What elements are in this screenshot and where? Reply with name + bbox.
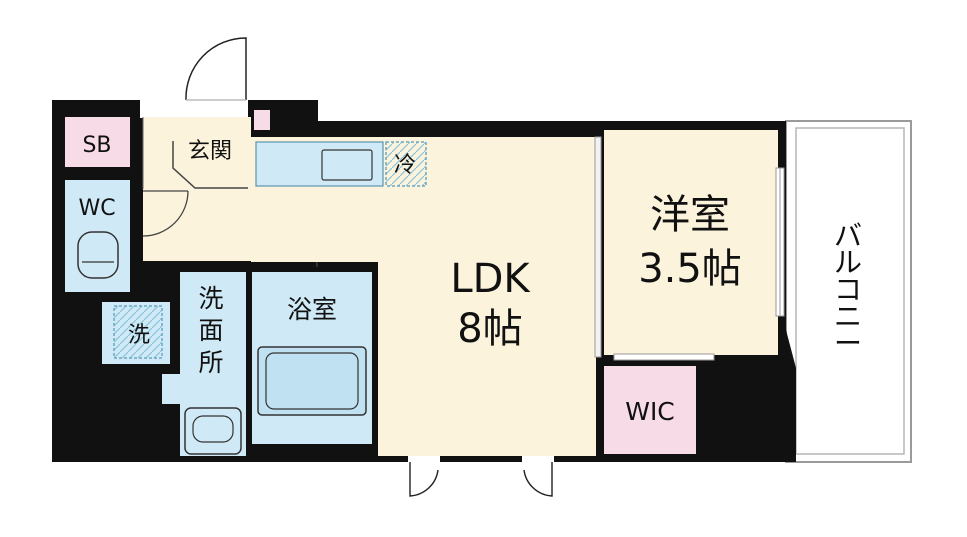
sb-label: SB xyxy=(82,133,111,158)
balcony-label-3: コ xyxy=(834,273,862,306)
washer-space xyxy=(102,302,170,364)
balcony-label-1: バ xyxy=(834,219,862,252)
wc-room xyxy=(65,180,130,292)
balcony-label-4: ニ xyxy=(834,300,862,333)
washer-icon xyxy=(113,305,163,359)
sink-icon xyxy=(184,407,242,455)
sliding-partition[interactable] xyxy=(594,136,602,358)
bathtub-icon xyxy=(257,346,367,416)
entrance-door[interactable] xyxy=(185,37,247,101)
washroom xyxy=(162,272,246,456)
wic-label: WIC xyxy=(625,397,675,426)
entrance-label: 玄関 xyxy=(188,139,232,164)
bathroom xyxy=(252,272,372,444)
wic-room xyxy=(604,353,715,454)
ldk-size-label: 8帖 xyxy=(457,306,522,352)
entrance-room xyxy=(142,110,270,189)
ldk-room xyxy=(251,137,596,456)
fridge-label: 冷 xyxy=(394,153,416,178)
bottom-doors[interactable] xyxy=(408,456,554,497)
hallway xyxy=(142,189,318,268)
washroom-label-1: 洗 xyxy=(198,284,223,313)
balcony xyxy=(785,120,912,463)
fridge-space xyxy=(385,141,427,187)
washroom-label-2: 面 xyxy=(198,316,223,345)
balcony-label-5: ー xyxy=(834,327,862,360)
balcony-label-2: ル xyxy=(834,246,862,279)
wc-label: WC xyxy=(78,196,115,221)
toilet-icon xyxy=(77,231,119,279)
western-room xyxy=(604,130,785,355)
ldk-name-label: LDK xyxy=(450,256,531,302)
washroom-label-3: 所 xyxy=(198,348,223,377)
sb-room xyxy=(65,117,130,167)
western-size-label: 3.5帖 xyxy=(638,246,742,292)
bath-label: 浴室 xyxy=(287,295,337,324)
kitchen-sink-icon xyxy=(321,149,373,181)
western-name-label: 洋室 xyxy=(650,192,730,238)
washer-label: 洗 xyxy=(128,323,150,348)
